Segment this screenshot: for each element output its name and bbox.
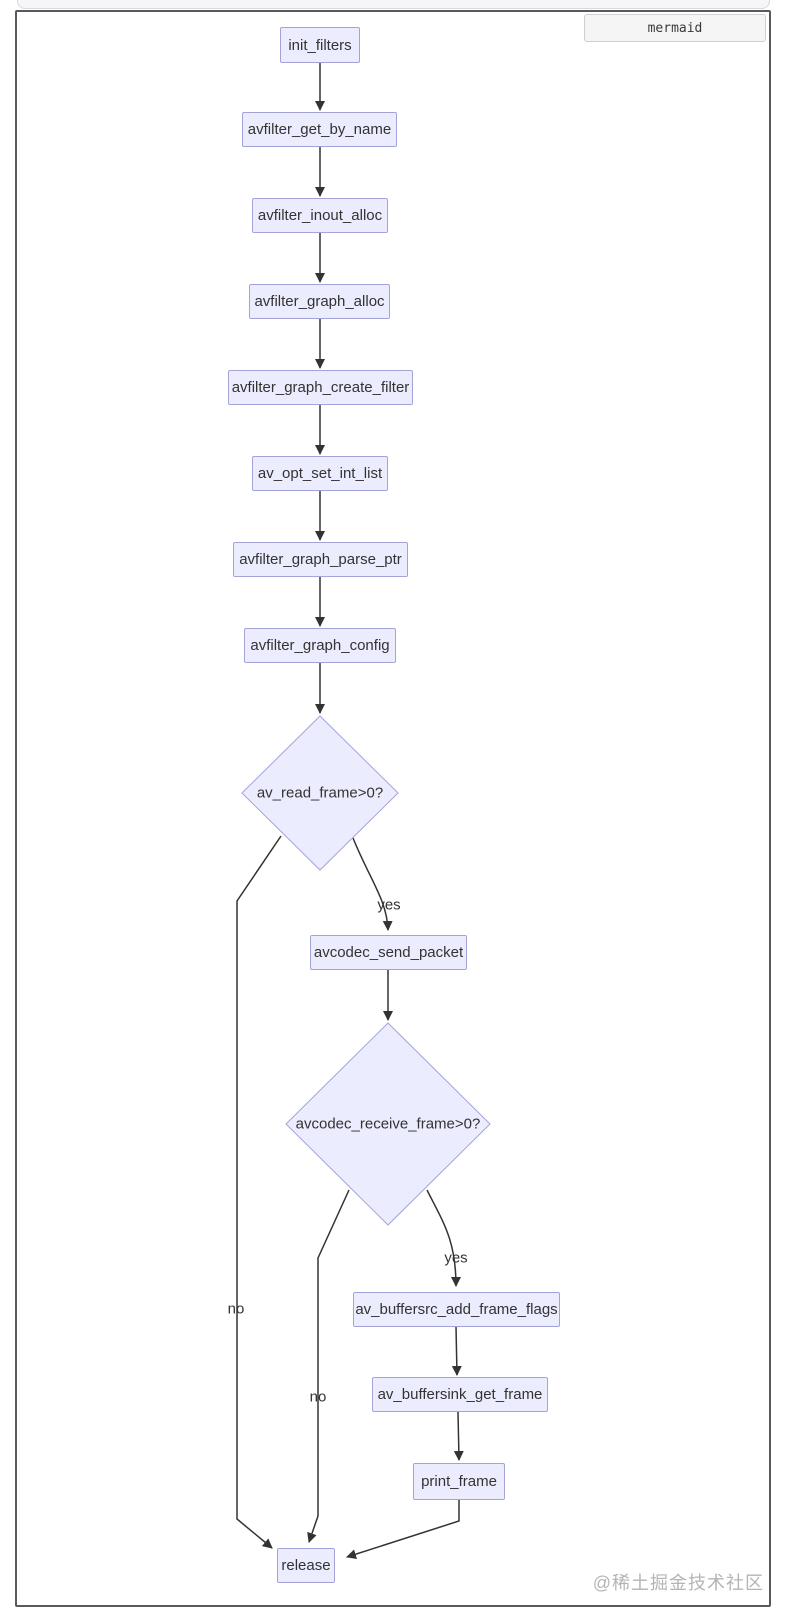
node-avcodec-send-packet: avcodec_send_packet [310,935,467,970]
mermaid-diagram-container: init_filters avfilter_get_by_name avfilt… [15,10,771,1607]
node-label: av_buffersrc_add_frame_flags [355,1301,558,1318]
node-label: avfilter_get_by_name [247,121,392,138]
node-release: release [277,1548,335,1583]
decision-av-read-frame-diamond [241,715,399,871]
edge-label-yes-read-frame: yes [377,896,401,914]
node-label: avfilter_inout_alloc [257,207,383,224]
node-avfilter-inout-alloc: avfilter_inout_alloc [252,198,388,233]
node-label: init_filters [288,36,352,54]
node-label: avfilter_graph_parse_ptr [239,551,402,568]
decision-label-avcodec-receive-frame: avcodec_receive_frame>0? [295,1115,481,1133]
node-av-buffersrc-add-frame-flags: av_buffersrc_add_frame_flags [353,1292,560,1327]
edge-read-frame-no-to-release [236,835,282,1549]
node-avfilter-graph-create-filter: avfilter_graph_create_filter [228,370,413,405]
edge-buffersink-to-print-frame [453,1411,464,1461]
node-label: avcodec_send_packet [313,944,464,961]
node-avfilter-graph-parse-ptr: avfilter_graph_parse_ptr [233,542,408,577]
edge-label-no-read-frame: no [227,1300,245,1318]
node-avfilter-get-by-name: avfilter_get_by_name [242,112,397,147]
edge-receive-frame-yes-to-buffersrc [426,1189,461,1287]
node-av-buffersink-get-frame: av_buffersink_get_frame [372,1377,548,1412]
code-block-top-edge [17,0,770,9]
watermark: @稀土掘金技术社区 [592,1573,764,1593]
node-av-opt-set-int-list: av_opt_set_int_list [252,456,388,491]
decision-avcodec-receive-frame-diamond [285,1022,491,1226]
node-label: av_buffersink_get_frame [377,1386,543,1403]
node-label: avfilter_graph_create_filter [231,379,410,396]
edge-receive-frame-no-to-release [307,1189,350,1543]
node-label: avfilter_graph_alloc [254,293,385,310]
edge-label-no-receive-frame: no [309,1388,327,1406]
mermaid-language-badge: mermaid [584,14,766,42]
edge-print-frame-to-release [346,1500,460,1560]
mermaid-badge-label: mermaid [647,20,703,36]
node-label: avfilter_graph_config [250,637,390,654]
node-label: av_opt_set_int_list [257,465,383,482]
node-print-frame: print_frame [413,1463,505,1500]
decision-label-av-read-frame: av_read_frame>0? [256,784,384,802]
edge-read-frame-yes-to-send-packet [352,837,393,931]
flowchart-edges-layer [236,63,491,1560]
edge-label-yes-receive-frame: yes [444,1249,468,1267]
node-avfilter-graph-config: avfilter_graph_config [244,628,396,663]
node-label: print_frame [421,1473,497,1490]
edge-buffersrc-to-buffersink [451,1326,462,1376]
node-label: release [281,1557,331,1574]
node-avfilter-graph-alloc: avfilter_graph_alloc [249,284,390,319]
node-init-filters: init_filters [280,27,360,63]
